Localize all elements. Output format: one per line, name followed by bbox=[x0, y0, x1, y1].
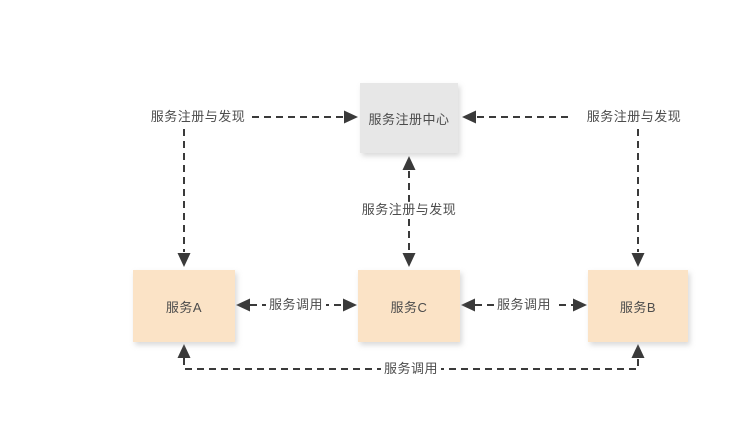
arrowhead-into-service-c-top bbox=[402, 253, 416, 267]
arrowhead-into-registry-bottom bbox=[402, 156, 416, 170]
node-service-a: 服务A bbox=[133, 270, 235, 342]
edge-label-registration-right: 服务注册与发现 bbox=[583, 108, 685, 126]
arrowhead-into-service-b-top bbox=[631, 253, 645, 267]
node-service-c: 服务C bbox=[358, 270, 460, 342]
edge-label-call-c-b: 服务调用 bbox=[493, 296, 555, 314]
arrowhead-into-registry-left bbox=[344, 110, 358, 124]
edge-label-call-a-b: 服务调用 bbox=[380, 360, 442, 378]
edge-label-call-a-c: 服务调用 bbox=[265, 296, 327, 314]
edge-line-service-a-b-bottom bbox=[183, 358, 639, 370]
arrowhead-into-service-b-left bbox=[573, 298, 587, 312]
node-service-a-label: 服务A bbox=[165, 299, 203, 315]
node-registry-label: 服务注册中心 bbox=[368, 111, 450, 127]
arrowhead-into-service-a-top bbox=[177, 253, 191, 267]
arrowhead-into-registry-right bbox=[462, 110, 476, 124]
arrowhead-into-service-a-right bbox=[236, 298, 250, 312]
node-service-c-label: 服务C bbox=[390, 299, 428, 315]
node-service-b: 服务B bbox=[588, 270, 688, 342]
edge-label-registration-center: 服务注册与发现 bbox=[358, 201, 460, 219]
node-registry: 服务注册中心 bbox=[360, 83, 458, 153]
arrowhead-into-service-b-bottom bbox=[631, 344, 645, 358]
edge-label-registration-left: 服务注册与发现 bbox=[147, 108, 249, 126]
arrowhead-into-service-c-right bbox=[461, 298, 475, 312]
arrowhead-into-service-a-bottom bbox=[177, 344, 191, 358]
arrowhead-into-service-c-left bbox=[343, 298, 357, 312]
node-service-b-label: 服务B bbox=[619, 299, 657, 315]
